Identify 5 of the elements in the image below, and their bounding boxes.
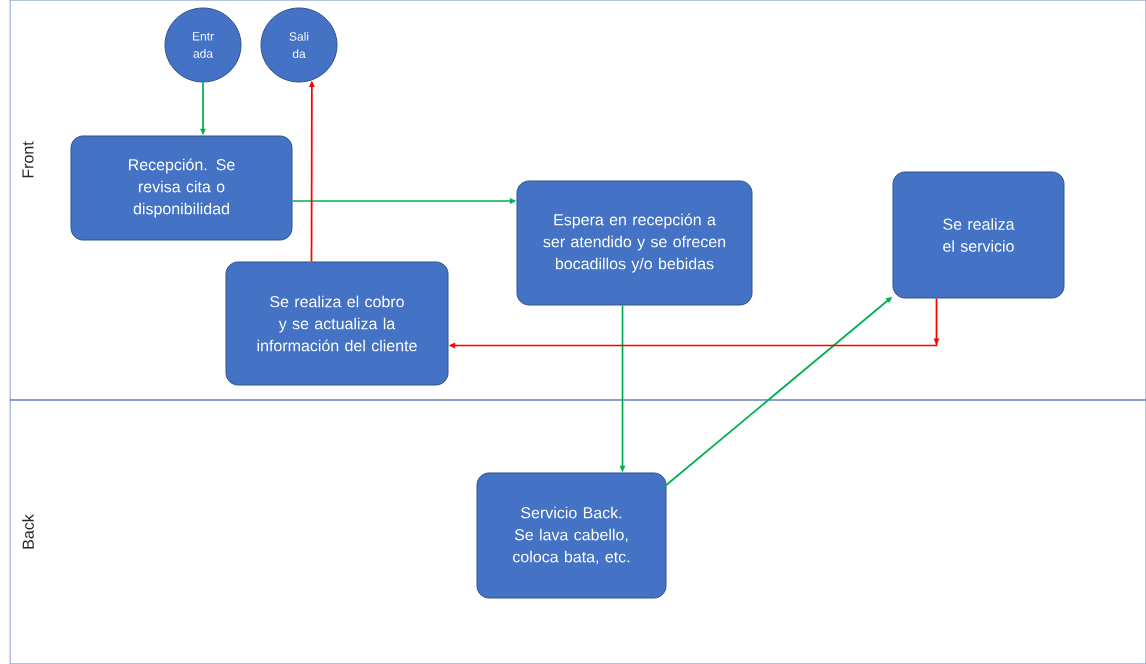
- process-box: Servicio Back. Se lava cabello, coloca bata, etc.: [476, 472, 667, 599]
- process-box: Se realiza el cobro y se actualiza la información del cliente: [225, 261, 449, 386]
- process-box: Recepción. Se revisa cita o disponibilidad: [70, 135, 293, 241]
- process-box: Espera en recepción a ser atendido y se ofrecen bocadillos y/o bebidas: [516, 180, 753, 306]
- process-box: Se realiza el servicio: [892, 171, 1065, 299]
